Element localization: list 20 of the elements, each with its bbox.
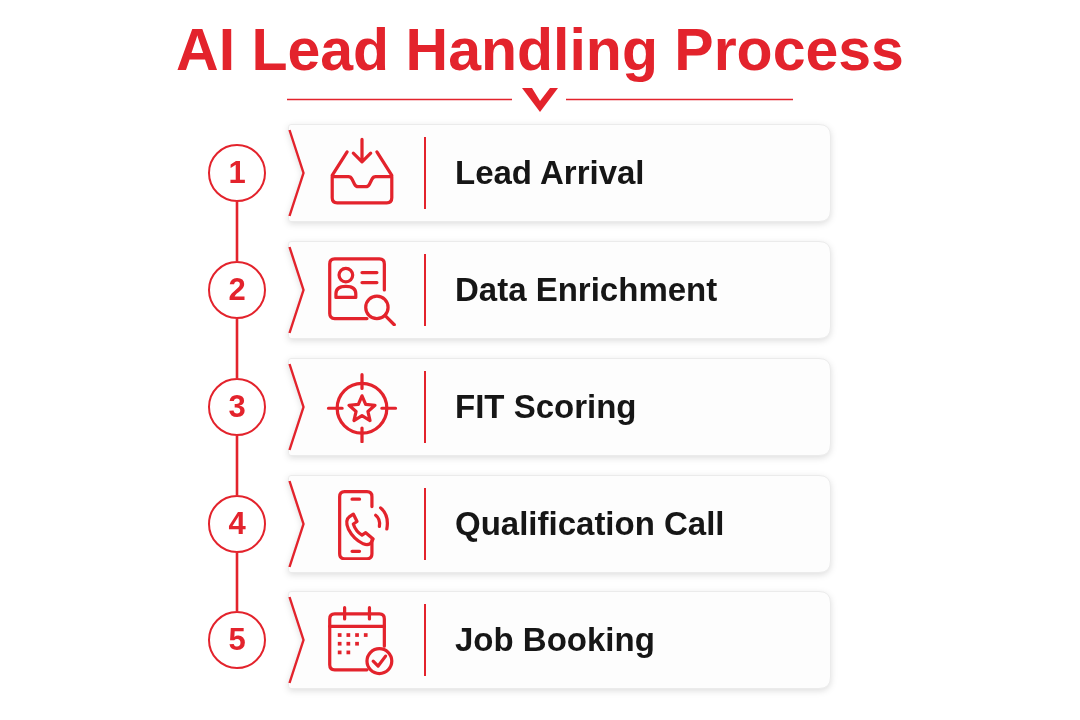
step-number-circle: 2 bbox=[208, 261, 266, 319]
step-card bbox=[288, 358, 831, 456]
step-card bbox=[288, 591, 831, 689]
step-title: Qualification Call bbox=[455, 504, 725, 544]
connector-line bbox=[235, 202, 239, 261]
step-card bbox=[288, 475, 831, 573]
step-title: FIT Scoring bbox=[455, 387, 637, 427]
step-number-circle: 1 bbox=[208, 144, 266, 202]
step-card bbox=[288, 241, 831, 339]
step-title: Data Enrichment bbox=[455, 270, 718, 310]
step-number-circle: 3 bbox=[208, 378, 266, 436]
step-card bbox=[288, 124, 831, 222]
title: AI Lead Handling Process bbox=[176, 17, 904, 83]
step-title: Lead Arrival bbox=[455, 153, 645, 193]
connector-line bbox=[235, 436, 239, 495]
connector-line bbox=[235, 319, 239, 378]
step-title: Job Booking bbox=[455, 620, 655, 660]
connector-line bbox=[235, 553, 239, 611]
step-number-circle: 4 bbox=[208, 495, 266, 553]
step-number-circle: 5 bbox=[208, 611, 266, 669]
